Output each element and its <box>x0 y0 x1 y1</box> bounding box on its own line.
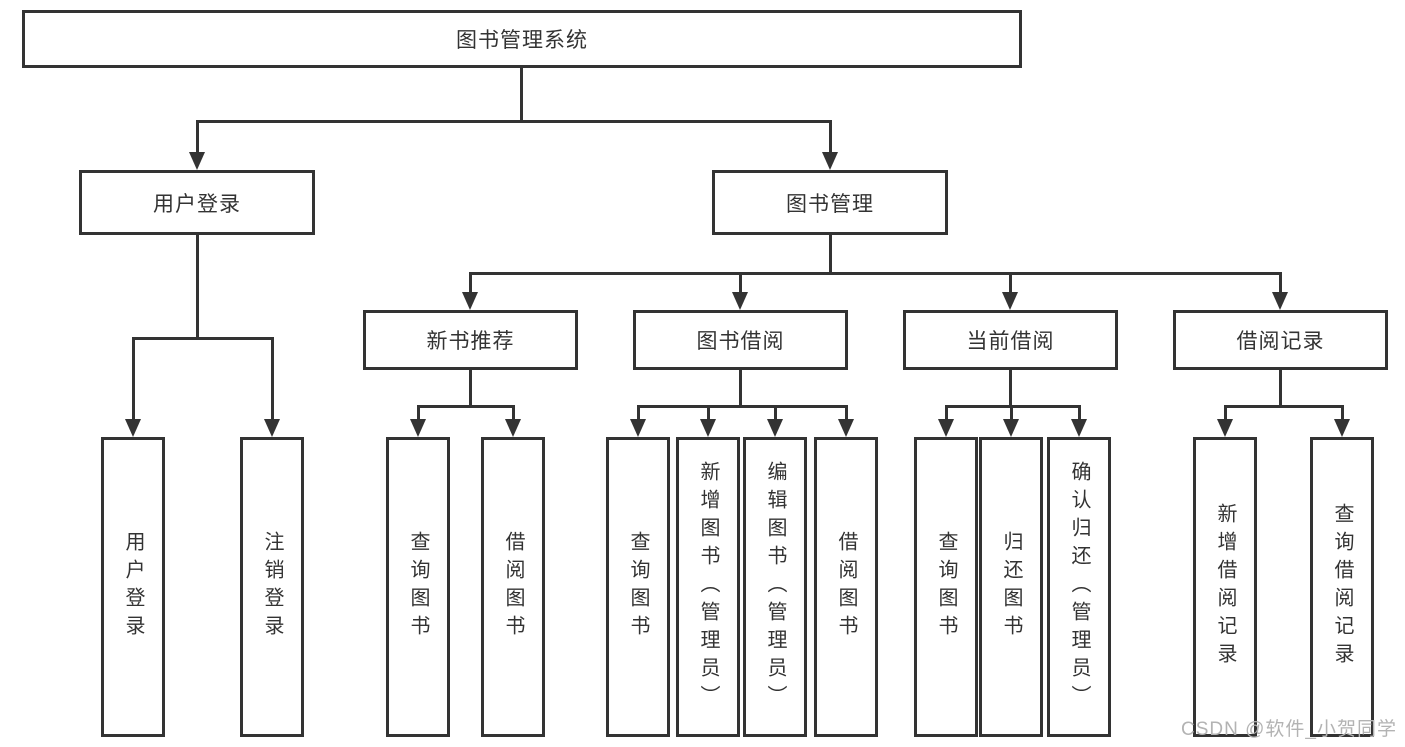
connector-group3-horizontal <box>945 405 1081 408</box>
node-book-management: 图书管理 <box>712 170 948 235</box>
arrow-down-icon <box>700 419 716 437</box>
arrow-down-icon <box>630 419 646 437</box>
connector-leaf-drop <box>1010 405 1013 423</box>
leaf-logout-label: 注销登录 <box>261 531 283 643</box>
node-new-book-recommend-label: 新书推荐 <box>426 330 515 353</box>
node-user-login: 用户登录 <box>79 170 315 235</box>
arrow-down-icon <box>1334 419 1350 437</box>
node-user-login-label: 用户登录 <box>153 192 241 216</box>
arrow-down-icon <box>462 292 478 310</box>
connector-leaf-drop <box>845 405 848 423</box>
connector-group4-horizontal <box>1224 405 1344 408</box>
leaf-edit-book-admin: 编辑图书（管理员） <box>743 437 807 737</box>
arrow-down-icon <box>189 152 205 170</box>
leaf-query-borrow-record-label: 查询借阅记录 <box>1331 503 1353 671</box>
leaf-edit-book-admin-label: 编辑图书（管理员） <box>764 461 786 713</box>
connector-root-stem <box>520 68 523 122</box>
arrow-down-icon <box>938 419 954 437</box>
arrow-down-icon <box>838 419 854 437</box>
connector-leaf-drop <box>707 405 710 423</box>
connector-leaf-drop <box>1224 405 1227 423</box>
leaf-add-borrow-record-label: 新增借阅记录 <box>1214 503 1236 671</box>
arrow-down-icon <box>822 152 838 170</box>
node-borrowing-records-label: 借阅记录 <box>1236 330 1325 353</box>
leaf-query-books-borrowing: 查询图书 <box>606 437 670 737</box>
node-borrowing-records: 借阅记录 <box>1173 310 1388 370</box>
leaf-query-books-borrowing-label: 查询图书 <box>627 531 649 643</box>
connector-leaf-drop <box>132 337 135 423</box>
leaf-logout: 注销登录 <box>240 437 304 737</box>
connector-group3-stem <box>1009 370 1012 407</box>
node-root-label: 图书管理系统 <box>456 29 588 52</box>
arrow-down-icon <box>1002 292 1018 310</box>
leaf-return-book-label: 归还图书 <box>1000 531 1022 643</box>
node-current-borrowing-label: 当前借阅 <box>966 330 1055 353</box>
arrow-down-icon <box>410 419 426 437</box>
connector-group4-stem <box>1279 370 1282 407</box>
connector-leaf-drop <box>512 405 515 423</box>
leaf-add-borrow-record: 新增借阅记录 <box>1193 437 1257 737</box>
node-new-book-recommend: 新书推荐 <box>363 310 578 370</box>
leaf-query-books-recommend: 查询图书 <box>386 437 450 737</box>
arrow-down-icon <box>125 419 141 437</box>
leaf-confirm-return-admin: 确认归还（管理员） <box>1047 437 1111 737</box>
connector-group2-stem <box>739 370 742 407</box>
connector-leaf-drop <box>1078 405 1081 423</box>
connector-group-drop <box>1009 272 1012 296</box>
leaf-query-books-current: 查询图书 <box>914 437 978 737</box>
connector-user-login-horizontal <box>132 337 274 340</box>
arrow-down-icon <box>264 419 280 437</box>
leaf-borrow-books-borrowing-label: 借阅图书 <box>835 531 857 643</box>
leaf-query-books-current-label: 查询图书 <box>935 531 957 643</box>
connector-group1-stem <box>469 370 472 407</box>
arrow-down-icon <box>1272 292 1288 310</box>
connector-book-mgmt-stem <box>829 233 832 274</box>
connector-leaf-drop <box>945 405 948 423</box>
leaf-query-borrow-record: 查询借阅记录 <box>1310 437 1374 737</box>
leaf-borrow-books-borrowing: 借阅图书 <box>814 437 878 737</box>
leaf-borrow-books-recommend: 借阅图书 <box>481 437 545 737</box>
connector-group2-horizontal <box>637 405 848 408</box>
leaf-confirm-return-admin-label: 确认归还（管理员） <box>1068 461 1090 713</box>
leaf-add-book-admin-label: 新增图书（管理员） <box>697 461 719 713</box>
connector-book-mgmt-horizontal <box>469 272 1282 275</box>
connector-root-horizontal <box>196 120 832 123</box>
node-root: 图书管理系统 <box>22 10 1022 68</box>
leaf-return-book: 归还图书 <box>979 437 1043 737</box>
connector-leaf-drop <box>1341 405 1344 423</box>
connector-leaf-drop <box>271 337 274 423</box>
connector-user-login-drop <box>196 120 199 156</box>
connector-group-drop <box>739 272 742 296</box>
node-book-management-label: 图书管理 <box>786 192 874 216</box>
leaf-user-login: 用户登录 <box>101 437 165 737</box>
connector-book-mgmt-drop <box>829 120 832 156</box>
leaf-borrow-books-recommend-label: 借阅图书 <box>502 531 524 643</box>
arrow-down-icon <box>1071 419 1087 437</box>
node-current-borrowing: 当前借阅 <box>903 310 1118 370</box>
leaf-add-book-admin: 新增图书（管理员） <box>676 437 740 737</box>
arrow-down-icon <box>767 419 783 437</box>
arrow-down-icon <box>1003 419 1019 437</box>
leaf-user-login-label: 用户登录 <box>122 531 144 643</box>
node-book-borrowing-label: 图书借阅 <box>696 330 785 353</box>
arrow-down-icon <box>505 419 521 437</box>
connector-group1-horizontal <box>417 405 515 408</box>
arrow-down-icon <box>732 292 748 310</box>
connector-group-drop <box>469 272 472 296</box>
connector-leaf-drop <box>637 405 640 423</box>
node-book-borrowing: 图书借阅 <box>633 310 848 370</box>
connector-leaf-drop <box>417 405 420 423</box>
leaf-query-books-recommend-label: 查询图书 <box>407 531 429 643</box>
connector-group-drop <box>1279 272 1282 296</box>
arrow-down-icon <box>1217 419 1233 437</box>
connector-user-login-stem <box>196 233 199 339</box>
connector-leaf-drop <box>774 405 777 423</box>
watermark: CSDN @软件_小贺同学 <box>1181 719 1397 740</box>
